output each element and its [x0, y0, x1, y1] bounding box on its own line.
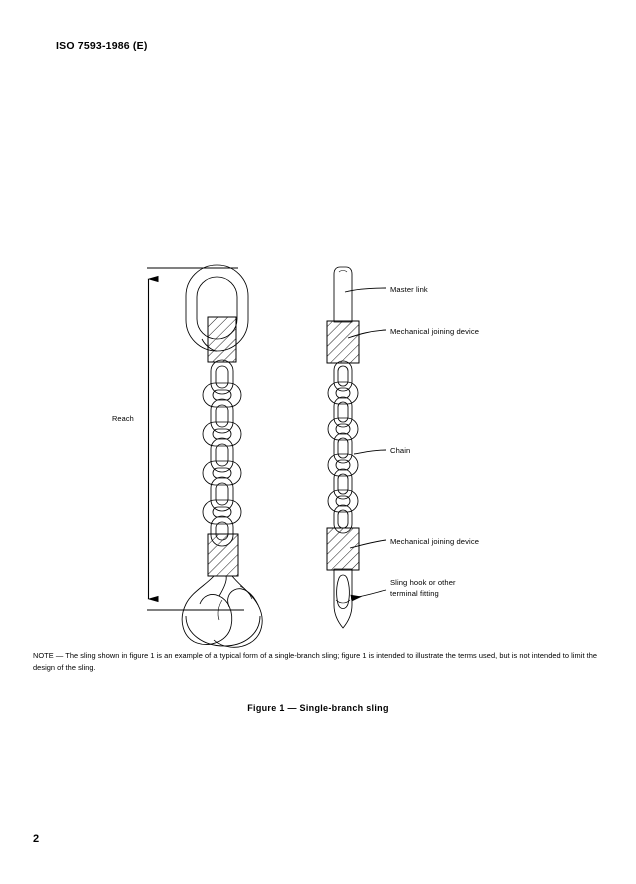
reach-dimension: [147, 267, 244, 611]
leader-sling-hook: [350, 589, 387, 602]
leader-chain: [353, 449, 387, 455]
figure-note: NOTE — The sling shown in figure 1 is an…: [33, 650, 603, 674]
upper-joining-device-schematic: [326, 320, 360, 364]
sling-hook-schematic: [333, 568, 353, 629]
callout-label-master-link: Master link: [390, 285, 428, 294]
page-number: 2: [33, 833, 40, 845]
callout-label-chain: Chain: [390, 446, 411, 455]
callout-label-mechanical-joining-device-lower: Mechanical joining device: [390, 537, 480, 546]
left-chain-links: [202, 359, 242, 547]
callout-leader-lines: [344, 287, 387, 602]
figure-caption: Figure 1 — Single-branch sling: [247, 703, 389, 713]
standard-header: ISO 7593-1986 (E): [56, 40, 148, 52]
upper-joining-device-shape: [207, 316, 237, 363]
note-label: NOTE —: [33, 651, 66, 660]
master-link-schematic: [333, 266, 353, 323]
leader-master-link: [344, 287, 387, 293]
leader-lower-device: [349, 539, 387, 549]
lower-joining-device-schematic: [326, 527, 360, 571]
callout-label-mechanical-joining-device-upper: Mechanical joining device: [390, 327, 480, 336]
dimension-label-reach: Reach: [112, 414, 134, 423]
left-sling-pictorial: [181, 264, 263, 648]
right-sling-schematic: [326, 266, 360, 629]
note-text: The sling shown in figure 1 is an exampl…: [33, 651, 598, 672]
sling-hook-shape: [181, 575, 263, 648]
right-chain-links: [327, 360, 359, 534]
leader-upper-device: [347, 329, 387, 339]
callout-label-sling-hook: Sling hook or other terminal fitting: [390, 578, 456, 599]
lower-joining-device-shape: [207, 533, 239, 577]
